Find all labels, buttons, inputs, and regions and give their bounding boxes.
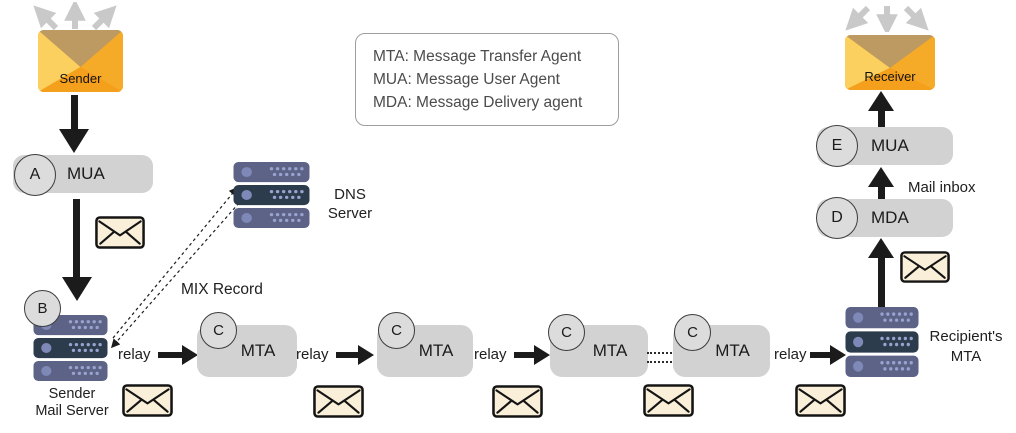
mta-ellipsis-dots — [647, 352, 675, 354]
dns-server-label: DNS Server — [314, 185, 386, 223]
mua-e-label: MUA — [871, 136, 909, 155]
flow-arrow-mda-to-mua — [878, 187, 885, 199]
sender-label: Sender — [59, 71, 102, 86]
mail-envelope-icon — [313, 385, 364, 418]
dns-label-line1: DNS — [334, 186, 366, 203]
flow-arrow-sender-to-mua — [71, 95, 78, 131]
flow-arrow-server-to-mda — [878, 258, 885, 307]
relay-arrow-4 — [810, 352, 830, 358]
mail-envelope-icon — [795, 384, 846, 417]
legend-line-mta: MTA: Message Transfer Agent — [373, 48, 582, 65]
mta-1-label: MTA — [240, 341, 276, 360]
relay-arrowhead-3 — [534, 345, 550, 365]
flow-arrowhead — [62, 277, 92, 301]
badge-a: A — [14, 154, 56, 196]
mail-envelope-icon — [122, 384, 173, 417]
recipients-mta-label-line1: Recipient's — [929, 328, 1003, 345]
mua-a-label: MUA — [67, 164, 105, 183]
incoming-arrows-icon — [845, 5, 929, 32]
receiver-envelope: Receiver — [845, 35, 935, 90]
mail-inbox-label: Mail inbox — [908, 179, 976, 196]
flow-arrow-mua-to-receiver — [878, 111, 885, 127]
mta-3-label: MTA — [592, 341, 628, 360]
recipients-mta-label: Recipient's MTA — [918, 327, 1014, 367]
badge-d: D — [816, 197, 858, 239]
mail-envelope-icon — [900, 251, 950, 283]
relay-arrowhead-4 — [830, 345, 846, 365]
mda-label: MDA — [871, 208, 909, 227]
badge-c-3: C — [548, 314, 585, 351]
mta-2-label: MTA — [418, 341, 454, 360]
relay-label-1: relay — [118, 346, 151, 363]
relay-arrow-2 — [336, 352, 358, 358]
mta-4-label: MTA — [715, 341, 750, 360]
relay-arrow-1 — [158, 352, 182, 358]
recipients-mta-server-icon — [845, 307, 919, 378]
flow-arrowhead — [59, 129, 89, 153]
receiver-label: Receiver — [864, 69, 916, 84]
badge-c-1: C — [200, 312, 237, 349]
legend-line-mua: MUA: Message User Agent — [373, 71, 560, 88]
flow-arrowhead — [868, 238, 894, 258]
flow-arrow-mua-to-server — [73, 199, 80, 279]
sender-envelope: Sender — [38, 30, 123, 92]
dns-label-line2: Server — [327, 205, 373, 222]
legend-line-mda: MDA: Message Delivery agent — [373, 94, 583, 111]
outgoing-arrows-icon — [33, 2, 117, 31]
flow-arrowhead — [868, 167, 894, 187]
badge-e: E — [816, 125, 858, 167]
flow-arrowhead — [868, 91, 894, 111]
relay-label-4: relay — [774, 346, 807, 363]
mix-record-label: MIX Record — [181, 281, 263, 298]
badge-c-4: C — [674, 314, 711, 351]
badge-b: B — [24, 290, 61, 327]
relay-arrow-3 — [514, 352, 534, 358]
dns-server-icon — [233, 162, 310, 229]
mail-envelope-icon — [643, 384, 694, 417]
relay-label-3: relay — [474, 346, 507, 363]
sender-server-label-line2: Mail Server — [35, 403, 109, 419]
sender-mail-server-label: Sender Mail Server — [12, 386, 132, 420]
recipients-mta-label-line2: MTA — [950, 348, 982, 365]
mta-ellipsis-dots — [647, 361, 675, 363]
relay-arrowhead-2 — [358, 345, 374, 365]
relay-arrowhead-1 — [182, 345, 198, 365]
sender-server-label-line1: Sender — [48, 386, 96, 402]
legend-box: MTA: Message Transfer Agent MUA: Message… — [355, 33, 619, 126]
dns-query-dashed-arrows — [111, 186, 248, 349]
relay-label-2: relay — [296, 346, 329, 363]
badge-c-2: C — [378, 312, 415, 349]
mail-envelope-icon — [492, 385, 543, 418]
